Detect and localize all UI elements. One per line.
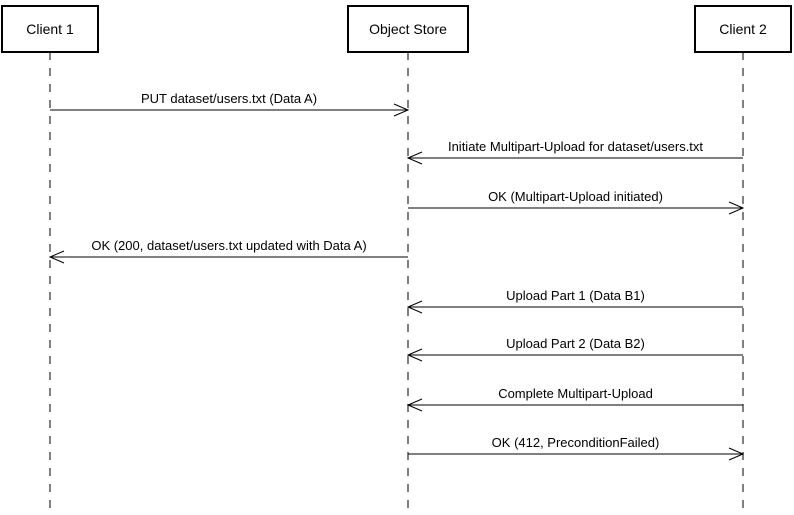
message-2: Initiate Multipart-Upload for dataset/us… xyxy=(406,139,743,165)
arrowhead-icon xyxy=(406,151,423,165)
message-5: Upload Part 1 (Data B1) xyxy=(406,288,743,314)
message-1: PUT dataset/users.txt (Data A) xyxy=(50,91,410,117)
actor-label-store: Object Store xyxy=(369,21,447,37)
message-label: Upload Part 2 (Data B2) xyxy=(506,336,645,351)
message-label: OK (200, dataset/users.txt updated with … xyxy=(91,238,366,253)
message-6: Upload Part 2 (Data B2) xyxy=(406,336,743,362)
message-label: Upload Part 1 (Data B1) xyxy=(506,288,645,303)
message-label: OK (412, PreconditionFailed) xyxy=(492,435,660,450)
actor-box-client1 xyxy=(1,5,99,53)
arrowhead-icon xyxy=(406,300,423,314)
messages: PUT dataset/users.txt (Data A) Initiate M… xyxy=(48,91,745,461)
actors: Client 1 Object Store Client 2 xyxy=(1,5,792,53)
actor-box-client2 xyxy=(694,5,792,53)
actor-box-store xyxy=(347,5,469,53)
arrowhead-icon xyxy=(406,348,423,362)
arrowhead-icon xyxy=(393,103,410,117)
lifelines xyxy=(49,52,744,515)
message-label: Complete Multipart-Upload xyxy=(498,386,653,401)
message-label: Initiate Multipart-Upload for dataset/us… xyxy=(448,139,703,154)
arrowhead-icon xyxy=(728,201,745,215)
message-7: Complete Multipart-Upload xyxy=(406,386,743,412)
message-8: OK (412, PreconditionFailed) xyxy=(408,435,745,461)
message-4: OK (200, dataset/users.txt updated with … xyxy=(48,238,408,264)
message-label: OK (Multipart-Upload initiated) xyxy=(488,189,663,204)
arrowhead-icon xyxy=(728,447,745,461)
arrowhead-icon xyxy=(48,250,65,264)
arrowhead-icon xyxy=(406,398,423,412)
message-3: OK (Multipart-Upload initiated) xyxy=(408,189,745,215)
actor-label-client1: Client 1 xyxy=(26,21,74,37)
message-label: PUT dataset/users.txt (Data A) xyxy=(141,91,317,106)
actor-label-client2: Client 2 xyxy=(719,21,767,37)
